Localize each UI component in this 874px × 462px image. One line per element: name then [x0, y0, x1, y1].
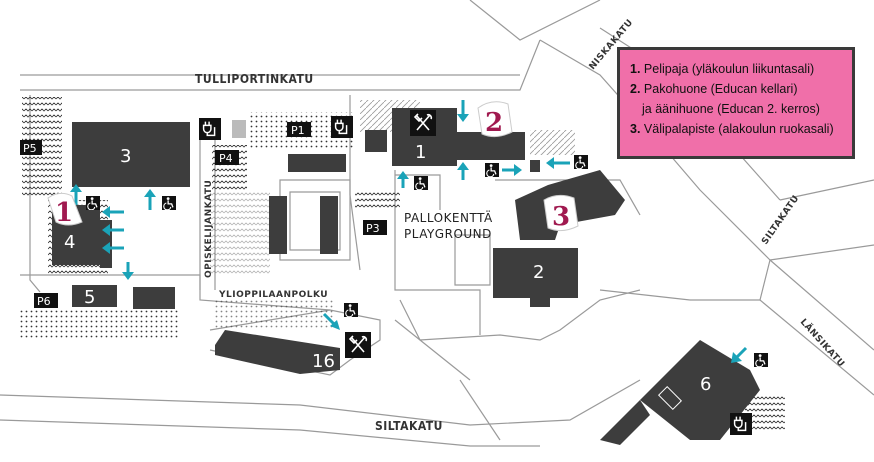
building-2-shape: [493, 248, 578, 298]
arrow-icon: [731, 346, 748, 363]
building-p1-annex: [288, 154, 346, 172]
legend-box: 1. Pelipaja (yläkoulun liikuntasali) 2. …: [617, 47, 855, 159]
parking-p4-label: P4: [219, 152, 233, 165]
street-ylioppilaanpolku: YLIOPPILAANPOLKU: [218, 290, 328, 300]
legend-item-2-continued: ja äänihuone (Educan 2. kerros): [642, 102, 820, 116]
callout-2: 2: [477, 101, 513, 138]
entrance-arrows: [70, 100, 748, 363]
structure: [232, 120, 246, 138]
parking-p5-label: P5: [23, 142, 37, 155]
street-siltakatu-bottom: SILTAKATU: [375, 419, 443, 433]
callout-1: 1: [47, 192, 83, 228]
street-tulliportinkatu: TULLIPORTINKATU: [195, 72, 314, 86]
parking-p1-label: P1: [291, 124, 305, 137]
building-16-shape: [215, 330, 340, 374]
arrow-icon: [122, 262, 134, 280]
callout-2-label: 2: [485, 108, 503, 138]
arrow-icon: [102, 242, 124, 254]
parking-area: [215, 300, 335, 330]
street-siltakatu-right: SILTAKATU: [760, 194, 801, 247]
building-west-b: [320, 196, 338, 254]
building-5-shape: [72, 285, 117, 307]
parking-area-p6: [20, 310, 180, 338]
building-5-label: 5: [84, 287, 95, 308]
legend-item-2: 2. Pakohuone (Educan kellari): [630, 82, 798, 96]
wheelchair-icon: [414, 176, 428, 190]
building-2-wing: [530, 295, 550, 307]
arrow-icon: [457, 162, 469, 180]
wheelchair-icon: [162, 196, 176, 210]
building-4-label: 4: [64, 232, 75, 253]
callout-3: 3: [543, 194, 579, 232]
wheelchair-icon: [86, 196, 100, 210]
building-3-label: 3: [120, 146, 131, 167]
parking-p6-label: P6: [37, 295, 51, 308]
arrow-icon: [457, 100, 469, 122]
callout-1-label: 1: [55, 198, 73, 228]
building-annex-small: [530, 160, 540, 172]
restaurant-icon: [410, 110, 436, 136]
wheelchair-icon: [485, 163, 499, 177]
callout-3-label: 3: [552, 202, 570, 232]
field-label-fi: PALLOKENTTÄ: [404, 210, 493, 225]
wheelchair-icon: [574, 155, 588, 169]
hatched-area: [530, 130, 575, 155]
arrow-icon: [102, 206, 124, 218]
ev-charger-icon: [730, 413, 752, 435]
street-lansikatu: LÄNSIKATU: [798, 317, 847, 370]
building-6-detail: [657, 385, 683, 411]
parking-labels: P5 P1 P4 P3 P6: [20, 122, 387, 308]
arrow-icon: [70, 184, 82, 205]
building-1-label: 1: [415, 142, 426, 163]
legend-item-1: 1. Pelipaja (yläkoulun liikuntasali): [630, 62, 815, 76]
parking-p3-label: P3: [366, 222, 380, 235]
parking-area-p3: [355, 190, 400, 210]
arrow-icon: [546, 157, 570, 169]
arrow-icon: [502, 164, 522, 176]
street-opiskelijankatu: OPISKELIJANKATU: [204, 180, 214, 278]
ev-charger-icon: [199, 118, 221, 140]
building-west-a: [269, 196, 287, 254]
building-annex: [365, 130, 387, 152]
wheelchair-icon: [344, 303, 358, 317]
arrow-icon: [102, 224, 124, 236]
arrow-icon: [397, 171, 409, 188]
building-16-label: 16: [312, 351, 335, 372]
field-label-en: PLAYGROUND: [404, 227, 492, 241]
arrow-icon: [322, 312, 340, 330]
building-2-label: 2: [533, 262, 544, 283]
building-3-shape: [72, 122, 190, 187]
green-area: [210, 190, 270, 275]
restaurant-icon: [345, 332, 371, 358]
building-5-wing: [133, 287, 175, 309]
ev-charger-icon: [331, 116, 353, 138]
legend-item-3: 3. Välipalapiste (alakoulun ruokasali): [630, 122, 834, 136]
wheelchair-icon: [754, 353, 768, 367]
arrow-icon: [144, 189, 156, 210]
building-6-wing: [600, 400, 650, 445]
building-6-label: 6: [700, 374, 711, 395]
